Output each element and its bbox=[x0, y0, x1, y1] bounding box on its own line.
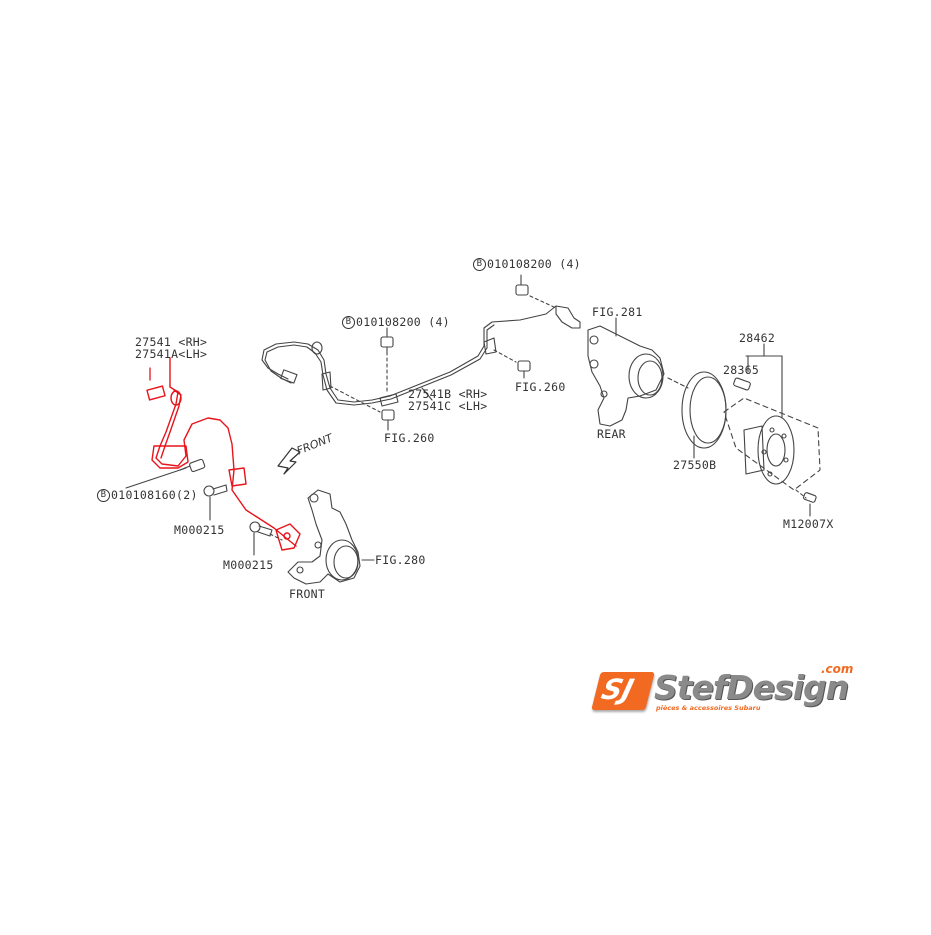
logo-domain: .com bbox=[821, 662, 854, 676]
part-label-27541-rh[interactable]: 27541 <RH> bbox=[135, 336, 207, 348]
logo-tagline: pièces & accessoires Subaru bbox=[656, 704, 761, 712]
bolt-010108160 bbox=[125, 458, 206, 489]
tone-ring-27550B bbox=[667, 371, 727, 459]
label-rear: REAR bbox=[597, 427, 626, 441]
part-label-28365[interactable]: 28365 bbox=[723, 363, 760, 377]
part-label-27541A-lh[interactable]: 27541A<LH> bbox=[135, 347, 208, 361]
front-abs-sensor-harness-highlighted bbox=[146, 357, 301, 551]
rear-abs-sensor-harness bbox=[261, 305, 581, 407]
part-label-27541C-lh[interactable]: 27541C <LH> bbox=[408, 399, 488, 413]
bolt-fig260-left bbox=[329, 385, 395, 431]
bolt-m000215-b bbox=[249, 521, 283, 556]
highlighted-part-number[interactable]: 27541 bbox=[135, 335, 172, 349]
label-front-knuckle: FRONT bbox=[289, 587, 326, 601]
bolt-m000215-a bbox=[203, 484, 228, 521]
part-label-m12007x[interactable]: M12007X bbox=[783, 517, 834, 531]
ref-label-fig280[interactable]: FIG.280 bbox=[375, 553, 426, 567]
bolt-010108200-mid bbox=[380, 327, 394, 393]
front-knuckle-drawing bbox=[287, 489, 375, 585]
hub-bearing-28462 bbox=[723, 343, 821, 517]
b-circle-icon: B bbox=[97, 489, 110, 502]
b-circle-icon: B bbox=[473, 258, 486, 271]
front-direction-arrow bbox=[277, 447, 301, 475]
bolt-fig260-right bbox=[493, 349, 531, 379]
stefdesign-logo: SJ StefDesign .com pièces & accessoires … bbox=[591, 662, 856, 718]
part-label-m000215-b[interactable]: M000215 bbox=[223, 558, 274, 572]
b-circle-icon: B bbox=[342, 316, 355, 329]
sj-logo-mark-icon: SJ bbox=[591, 672, 655, 710]
bolt-010108200-top bbox=[515, 274, 557, 309]
logo-brand-name: StefDesign bbox=[654, 668, 849, 707]
side-rh: <RH> bbox=[171, 335, 208, 349]
part-label-27541B-rh[interactable]: 27541B <RH> bbox=[408, 387, 488, 401]
part-label-28462[interactable]: 28462 bbox=[739, 331, 776, 345]
ref-label-fig260-left[interactable]: FIG.260 bbox=[384, 431, 435, 445]
part-label-m000215-a[interactable]: M000215 bbox=[174, 523, 225, 537]
part-label-27550B[interactable]: 27550B bbox=[673, 458, 717, 472]
ref-label-fig260-right[interactable]: FIG.260 bbox=[515, 380, 566, 394]
ref-label-fig281[interactable]: FIG.281 bbox=[592, 305, 643, 319]
rear-knuckle-drawing bbox=[587, 317, 665, 427]
